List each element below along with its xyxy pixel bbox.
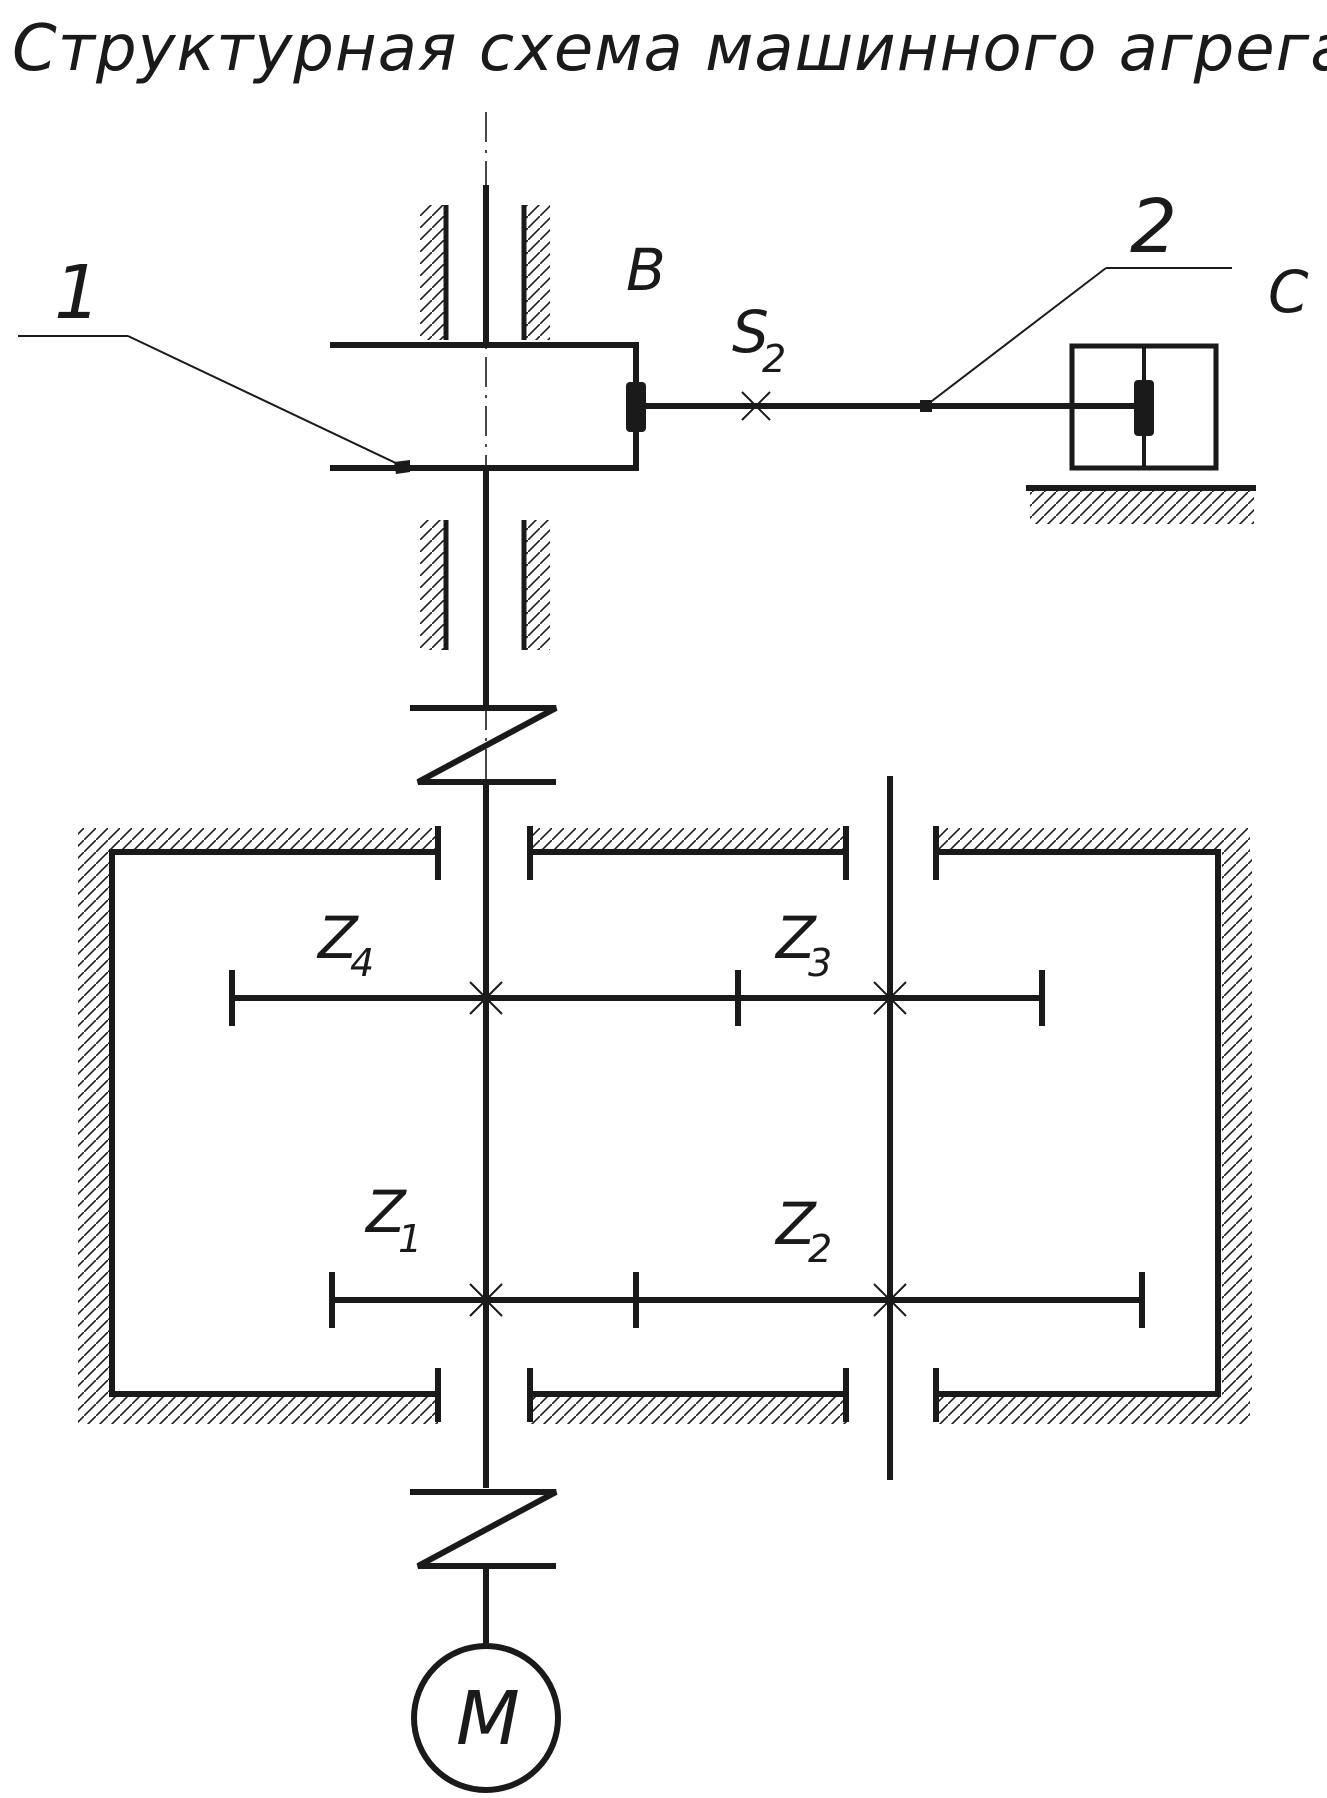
label-point-c: C	[1268, 258, 1309, 326]
upper-guide-support	[420, 205, 550, 340]
lower-guide-support	[420, 520, 550, 650]
gear-pair-z4-z3	[229, 970, 1045, 1026]
slider-c	[1069, 343, 1219, 471]
leader-2-diag	[927, 267, 1107, 405]
gear-pair-z1-z2	[329, 1272, 1145, 1328]
leader-1-diag	[127, 335, 403, 467]
label-z3: Z	[774, 904, 817, 972]
label-link-2: 2	[1130, 184, 1177, 270]
label-s2: S	[732, 298, 769, 366]
label-z4-index: 4	[350, 941, 374, 985]
motor	[411, 1643, 561, 1793]
label-z2: Z	[774, 1190, 817, 1258]
label-z3-index: 3	[808, 941, 832, 985]
label-link-1: 1	[54, 250, 101, 336]
slider-ground	[1026, 485, 1256, 524]
label-s2-index: 2	[762, 337, 786, 381]
label-z2-index: 2	[808, 1227, 832, 1271]
diagram-title: Структурная схема машинного агрегата	[12, 12, 1327, 86]
upper-coupling	[410, 705, 558, 1488]
lower-coupling	[410, 1489, 558, 1644]
label-z4: Z	[316, 904, 359, 972]
label-z1-index: 1	[398, 1217, 422, 1261]
connecting-rod-link-2	[640, 391, 1140, 421]
label-z1: Z	[364, 1178, 407, 1246]
label-point-b: B	[626, 236, 666, 304]
gearbox-housing	[78, 826, 1252, 1424]
label-motor: M	[456, 1676, 520, 1762]
